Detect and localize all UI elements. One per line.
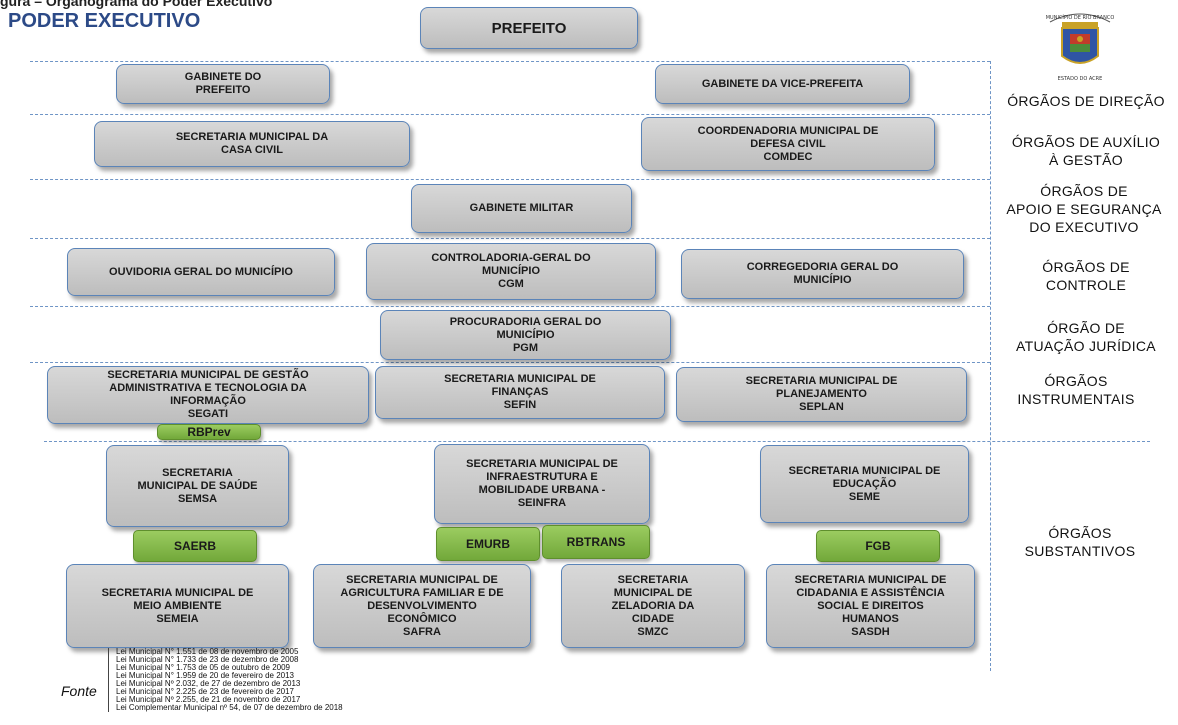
label-orgaos-substantivos: ÓRGÃOS SUBSTANTIVOS — [1024, 525, 1136, 559]
law-item: Lei Municipal N° 1.959 de 20 de fevereir… — [116, 671, 294, 680]
entity-saerb: SAERB — [133, 530, 257, 562]
law-item: Lei Municipal N° 1.733 de 23 de dezembro… — [116, 655, 299, 664]
label-orgaos-auxilio: ÓRGÃOS DE AUXÍLIO À GESTÃO — [1011, 134, 1161, 168]
box-comdec: COORDENADORIA MUNICIPAL DE DEFESA CIVIL … — [641, 117, 935, 171]
box-gabinete-militar: GABINETE MILITAR — [411, 184, 632, 233]
box-semeia: SECRETARIA MUNICIPAL DE MEIO AMBIENTE SE… — [66, 564, 289, 648]
box-casa-civil: SECRETARIA MUNICIPAL DA CASA CIVIL — [94, 121, 410, 167]
label-orgaos-direcao: ÓRGÃOS DE DIREÇÃO — [1007, 93, 1165, 109]
page-title: PODER EXECUTIVO — [8, 10, 201, 32]
box-segati: SECRETARIA MUNICIPAL DE GESTÃO ADMINISTR… — [47, 366, 369, 424]
law-item: Lei Municipal Nº 2.032, de 27 de dezembr… — [116, 679, 301, 688]
entity-rbprev: RBPrev — [157, 424, 261, 440]
coat-of-arms-logo: MUNICÍPIO DE RIO BRANCO ESTADO DO ACRE — [1046, 13, 1115, 82]
label-orgaos-instrumentais: ÓRGÃOS INSTRUMENTAIS — [1017, 373, 1135, 407]
entity-fgb: FGB — [816, 530, 940, 562]
box-semsa: SECRETARIA MUNICIPAL DE SAÚDE SEMSA — [106, 445, 289, 527]
label-orgaos-apoio: ÓRGÃOS DE APOIO E SEGURANÇA DO EXECUTIVO — [1006, 183, 1162, 235]
box-gabinete-prefeito: GABINETE DO PREFEITO — [116, 64, 330, 104]
box-corregedoria: CORREGEDORIA GERAL DO MUNICÍPIO — [681, 249, 964, 299]
box-ouvidoria: OUVIDORIA GERAL DO MUNICÍPIO — [67, 248, 335, 296]
svg-text:MUNICÍPIO DE RIO BRANCO: MUNICÍPIO DE RIO BRANCO — [1046, 14, 1115, 21]
box-pgm: PROCURADORIA GERAL DO MUNICÍPIO PGM — [380, 310, 671, 360]
law-item: Lei Municipal Nº 2.255, de 21 de novembr… — [116, 695, 301, 704]
box-sefin: SECRETARIA MUNICIPAL DE FINANÇAS SEFIN — [375, 366, 665, 419]
entity-emurb: EMURB — [436, 527, 540, 561]
label-orgao-juridica: ÓRGÃO DE ATUAÇÃO JURÍDICA — [1016, 320, 1156, 354]
box-safra: SECRETARIA MUNICIPAL DE AGRICULTURA FAMI… — [313, 564, 531, 648]
box-seplan: SECRETARIA MUNICIPAL DE PLANEJAMENTO SEP… — [676, 367, 967, 422]
box-cgm: CONTROLADORIA-GERAL DO MUNICÍPIO CGM — [366, 243, 656, 300]
source-label: Fonte — [61, 683, 97, 699]
box-gabinete-vice: GABINETE DA VICE-PREFEITA — [655, 64, 910, 104]
law-item: Lei Municipal N° 1.753 de 05 de outubro … — [116, 663, 290, 672]
box-prefeito: PREFEITO — [420, 7, 638, 49]
box-seinfra: SECRETARIA MUNICIPAL DE INFRAESTRUTURA E… — [434, 444, 650, 524]
figure-caption-cut: gura – Organograma do Poder Executivo — [0, 0, 273, 9]
box-smzc: SECRETARIA MUNICIPAL DE ZELADORIA DA CID… — [561, 564, 745, 648]
box-seme: SECRETARIA MUNICIPAL DE EDUCAÇÃO SEME — [760, 445, 969, 523]
svg-text:ESTADO DO ACRE: ESTADO DO ACRE — [1058, 76, 1103, 82]
box-sasdh: SECRETARIA MUNICIPAL DE CIDADANIA E ASSI… — [766, 564, 975, 648]
label-orgaos-controle: ÓRGÃOS DE CONTROLE — [1042, 259, 1130, 293]
entity-rbtrans: RBTRANS — [542, 525, 650, 559]
law-item: Lei Complementar Municipal nº 54, de 07 … — [116, 703, 343, 712]
law-item: Lei Municipal N° 1.551 de 08 de novembro… — [116, 647, 299, 656]
law-item: Lei Municipal N° 2.225 de 23 de fevereir… — [116, 687, 294, 696]
law-list: Lei Municipal N° 1.551 de 08 de novembro… — [108, 648, 516, 712]
